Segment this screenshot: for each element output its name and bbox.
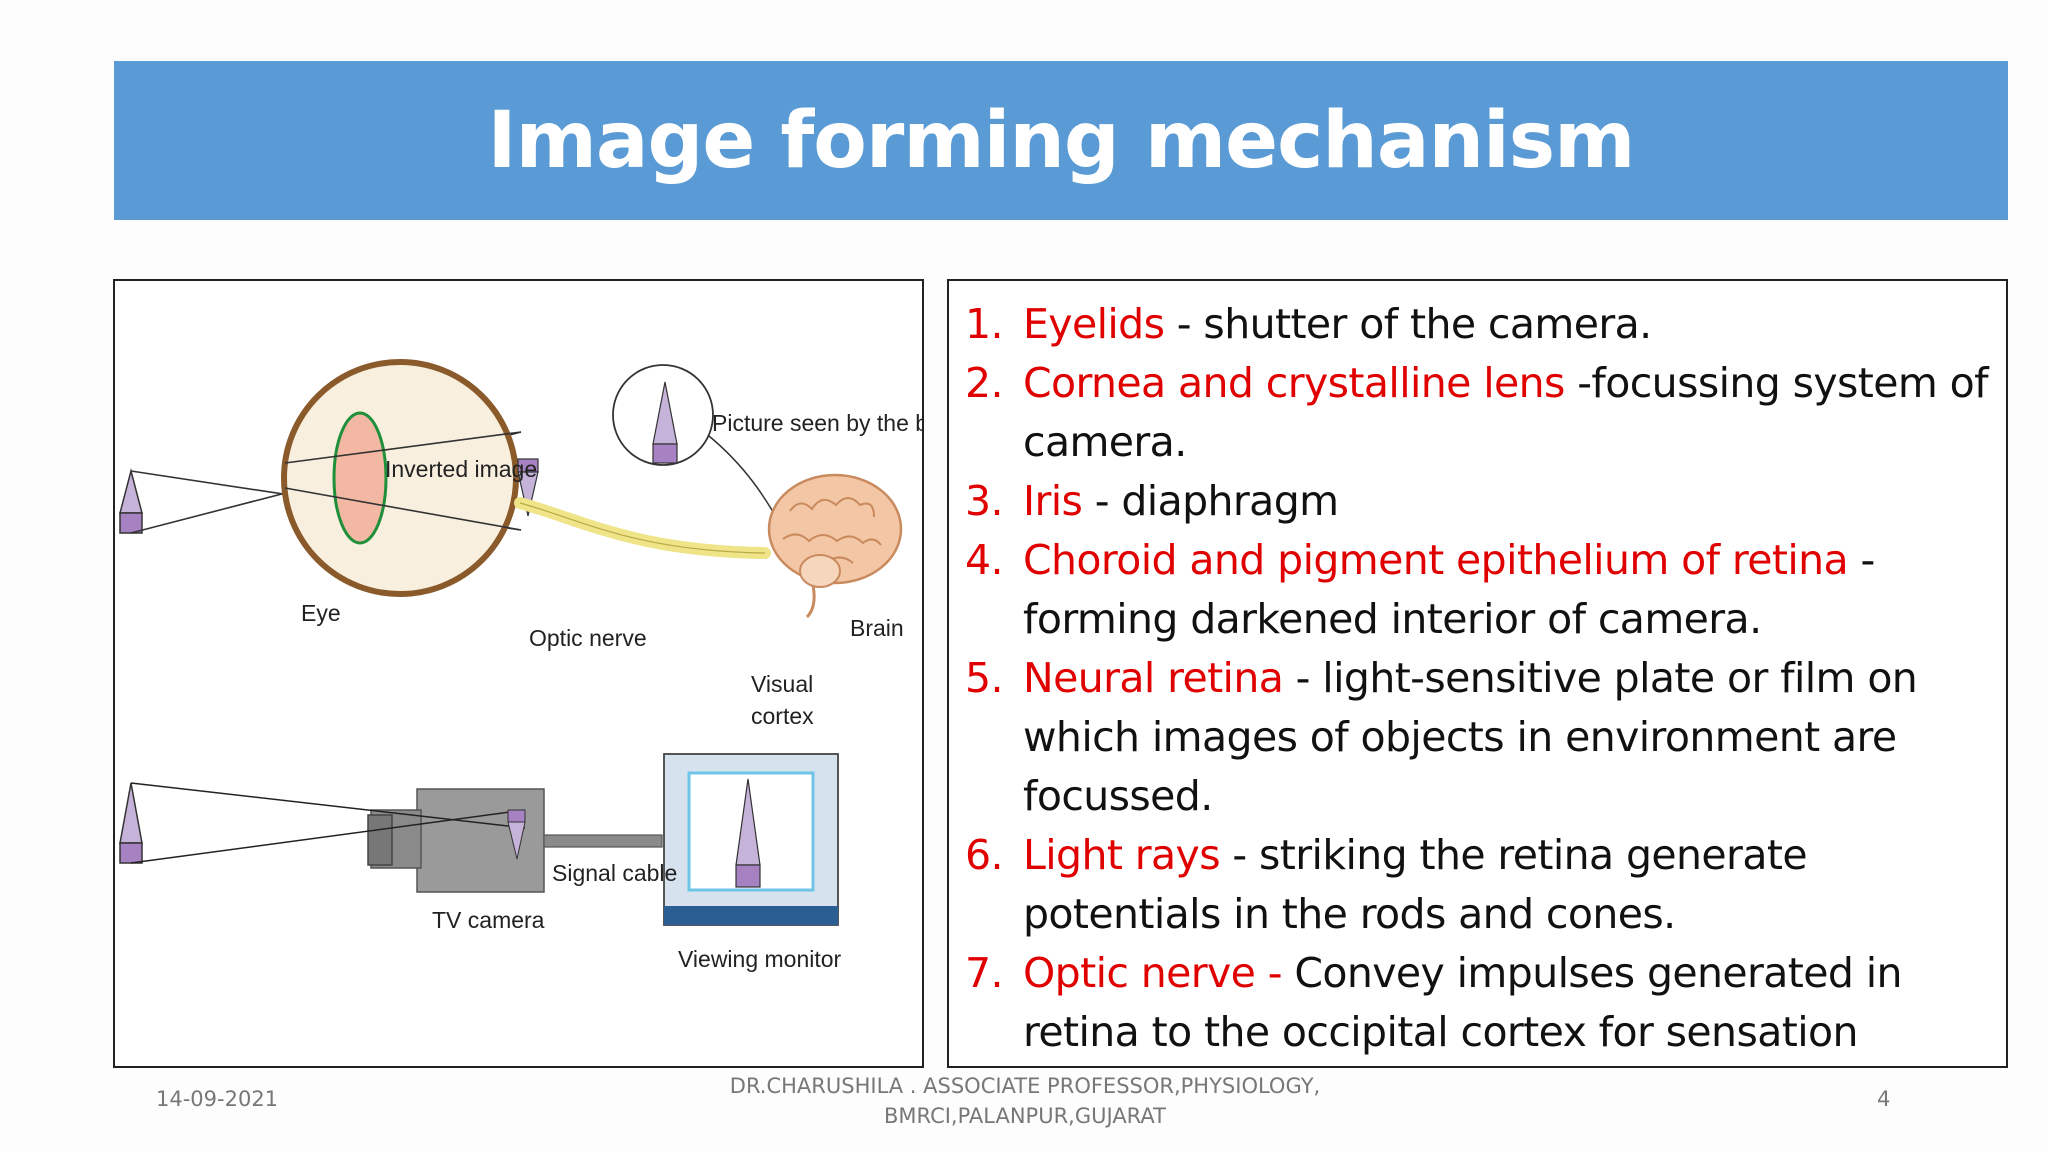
point-number: 5. [965, 654, 1004, 702]
tv-camera-icon [367, 788, 663, 893]
point-description: -focussing system of camera. [1023, 359, 1989, 466]
label-visual: Visual [751, 671, 813, 697]
point-term: Neural retina [1023, 654, 1284, 702]
camera-image-icon [507, 809, 526, 860]
point-term: Choroid and pigment epithelium of retina [1023, 536, 1849, 584]
point-eyelids: 1. Eyelids - shutter of the camera. [965, 295, 1990, 354]
point-description: - light-sensitive plate or film on which… [1023, 654, 1918, 820]
eye-camera-diagram: Inverted image Picture seen by the brain… [119, 359, 922, 972]
point-choroid: 4. Choroid and pigment epithelium of reti… [965, 531, 1990, 649]
point-description: - shutter of the camera. [1164, 300, 1652, 348]
point-term: Eyelids [1023, 300, 1165, 348]
picture-seen-bubble [612, 364, 788, 537]
footer-author-line2: BMRCI,PALANPUR,GUJARAT [884, 1104, 1166, 1128]
title-bar: Image forming mechanism [114, 61, 2008, 220]
label-optic-nerve: Optic nerve [529, 625, 647, 651]
footer-author: DR.CHARUSHILA . ASSOCIATE PROFESSOR,PHYS… [700, 1071, 1350, 1131]
footer-page-number: 4 [1877, 1087, 1891, 1111]
eye-camera-figure: Inverted image Picture seen by the brain… [113, 279, 924, 1068]
viewing-monitor-icon [663, 753, 839, 926]
point-iris: 3. Iris - diaphragm [965, 472, 1990, 531]
point-cornea-lens: 2. Cornea and crystalline lens -focussing… [965, 354, 1990, 472]
point-description: - forming darkened interior of camera. [1023, 536, 1875, 643]
point-number: 4. [965, 536, 1004, 584]
label-viewing-monitor: Viewing monitor [678, 946, 842, 972]
point-neural-retina: 5. Neural retina - light-sensitive plate … [965, 649, 1990, 826]
inverted-image-icon [517, 458, 539, 517]
point-description: - striking the retina generate potential… [1023, 831, 1808, 938]
point-term: Light rays [1023, 831, 1221, 879]
points-list: 1. Eyelids - shutter of the camera. 2. Cor… [965, 295, 1990, 1062]
brain-icon [767, 473, 903, 619]
optic-nerve-fiber [514, 497, 771, 559]
label-tv-camera: TV camera [432, 907, 545, 933]
object-cone-camera [119, 782, 143, 864]
label-inverted-image: Inverted image [385, 456, 537, 482]
point-term: Iris [1023, 477, 1083, 525]
point-optic-nerve: 7. Optic nerve - Convey impulses generate… [965, 944, 1990, 1062]
light-rays-in-eye [284, 431, 522, 531]
point-term: Optic nerve - [1023, 949, 1283, 997]
point-term: Cornea and crystalline lens [1023, 359, 1565, 407]
label-cortex: cortex [751, 703, 814, 729]
footer-date: 14-09-2021 [156, 1087, 279, 1111]
point-number: 3. [965, 477, 1004, 525]
eyeball [281, 359, 519, 597]
slide-title: Image forming mechanism [487, 95, 1636, 186]
label-eye: Eye [301, 600, 341, 626]
point-description: Convey impulses generated in retina to t… [1023, 949, 1903, 1056]
footer-author-line1: DR.CHARUSHILA . ASSOCIATE PROFESSOR,PHYS… [729, 1074, 1321, 1098]
label-signal-cable: Signal cable [552, 860, 677, 886]
label-brain: Brain [850, 615, 904, 641]
light-rays-camera [130, 782, 526, 864]
point-description: - diaphragm [1082, 477, 1339, 525]
point-light-rays: 6. Light rays - striking the retina gener… [965, 826, 1990, 944]
points-box: 1. Eyelids - shutter of the camera. 2. Cor… [947, 279, 2008, 1068]
point-number: 2. [965, 359, 1004, 407]
point-number: 1. [965, 300, 1004, 348]
label-picture-seen: Picture seen by the brain [712, 410, 922, 436]
object-cone-eye [119, 468, 143, 534]
point-number: 7. [965, 949, 1004, 997]
point-number: 6. [965, 831, 1004, 879]
